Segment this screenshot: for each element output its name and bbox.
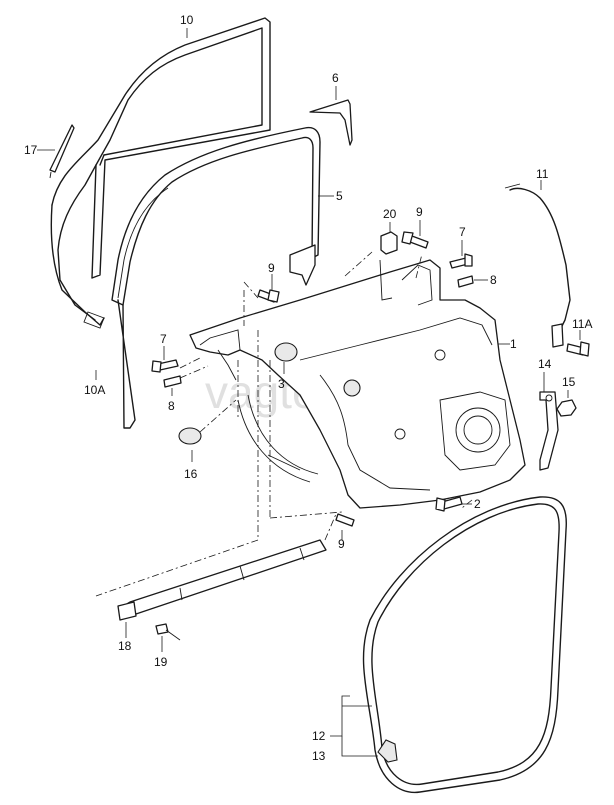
callout-10a: 10A xyxy=(84,383,105,397)
callout-2: 2 xyxy=(474,497,481,511)
callout-11a: 11A xyxy=(572,317,592,331)
part-13-clip xyxy=(377,739,398,763)
assembly-lines xyxy=(95,251,473,597)
callout-10: 10 xyxy=(180,13,194,27)
callout-3: 3 xyxy=(278,377,285,391)
bolt-9-lower xyxy=(335,513,355,527)
callout-12: 12 xyxy=(312,729,326,743)
part-14-bracket xyxy=(539,391,559,471)
part-15-nut xyxy=(556,399,577,417)
bolt-7-right xyxy=(449,253,473,269)
part-6-corner-trim xyxy=(309,99,353,146)
bowden-cable xyxy=(237,394,319,483)
callout-11: 11 xyxy=(536,167,549,181)
bolt-8-left xyxy=(163,375,182,388)
part-20-clip xyxy=(380,231,398,255)
bolt-9-upper xyxy=(401,231,429,249)
bolt-11a xyxy=(566,341,590,357)
callout-9-left: 9 xyxy=(268,261,275,275)
bolt-2 xyxy=(435,496,463,512)
callout-17: 17 xyxy=(24,143,38,157)
callout-5: 5 xyxy=(336,189,343,203)
part-3-grommet xyxy=(274,342,298,362)
callout-15: 15 xyxy=(562,375,576,389)
bolt-7-left xyxy=(151,359,179,373)
part-17-trim xyxy=(49,124,75,179)
callout-19: 19 xyxy=(154,655,168,669)
callout-9-lower: 9 xyxy=(338,537,345,551)
part-16-cap xyxy=(178,427,202,445)
callout-7-right: 7 xyxy=(459,225,466,239)
callout-9-upper: 9 xyxy=(416,205,423,219)
callout-6: 6 xyxy=(332,71,339,85)
callout-8-right: 8 xyxy=(490,273,497,287)
callout-14: 14 xyxy=(538,357,552,371)
part-19-pin xyxy=(155,623,181,641)
part-5-glass-run xyxy=(111,126,321,429)
callout-20: 20 xyxy=(383,207,397,221)
callout-labels: 10 6 17 5 20 9 7 8 9 7 8 3 1 11 11A 14 1… xyxy=(24,13,592,763)
callout-8-left: 8 xyxy=(168,399,175,413)
part-12-door-seal xyxy=(362,496,567,794)
callout-16: 16 xyxy=(184,467,198,481)
leader-lines xyxy=(37,28,581,757)
part-18-lower-rail xyxy=(117,539,327,621)
callout-7-left: 7 xyxy=(160,332,167,346)
bolt-9-left xyxy=(257,289,280,303)
bolt-8-right xyxy=(457,275,474,288)
callout-1: 1 xyxy=(510,337,517,351)
part-1-door-module xyxy=(189,259,526,509)
callout-18: 18 xyxy=(118,639,132,653)
part-11-cable xyxy=(504,183,571,348)
callout-13: 13 xyxy=(312,749,326,763)
part-10-window-channel xyxy=(50,17,271,329)
